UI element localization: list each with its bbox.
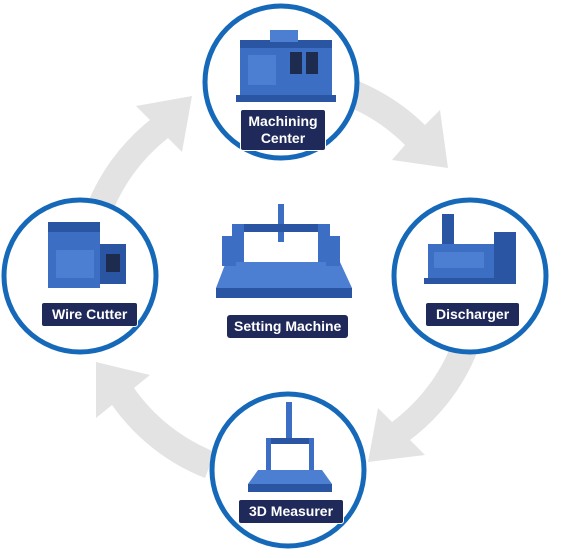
- setting-machine-label: Setting Machine: [227, 315, 349, 338]
- arrow-bottom-right: [368, 335, 480, 462]
- arrow-top-left: [85, 96, 192, 218]
- setting-machine-icon: [216, 204, 352, 298]
- 3d-measurer-label: 3D Measurer: [238, 499, 345, 524]
- arrow-bottom-left: [96, 362, 215, 478]
- node-right: [391, 197, 549, 355]
- machining-center-label-line1: Machining: [248, 113, 318, 129]
- discharger-icon: [424, 214, 516, 284]
- node-left: [1, 197, 159, 355]
- wire-cutter-icon: [48, 222, 126, 288]
- machining-center-icon: [236, 30, 336, 102]
- discharger-label: Discharger: [425, 302, 521, 327]
- machining-center-label-line2: Center: [260, 130, 306, 146]
- machining-center-label: Machining Center: [240, 109, 326, 151]
- 3d-measurer-icon: [248, 402, 332, 492]
- wire-cutter-label: Wire Cutter: [41, 302, 139, 327]
